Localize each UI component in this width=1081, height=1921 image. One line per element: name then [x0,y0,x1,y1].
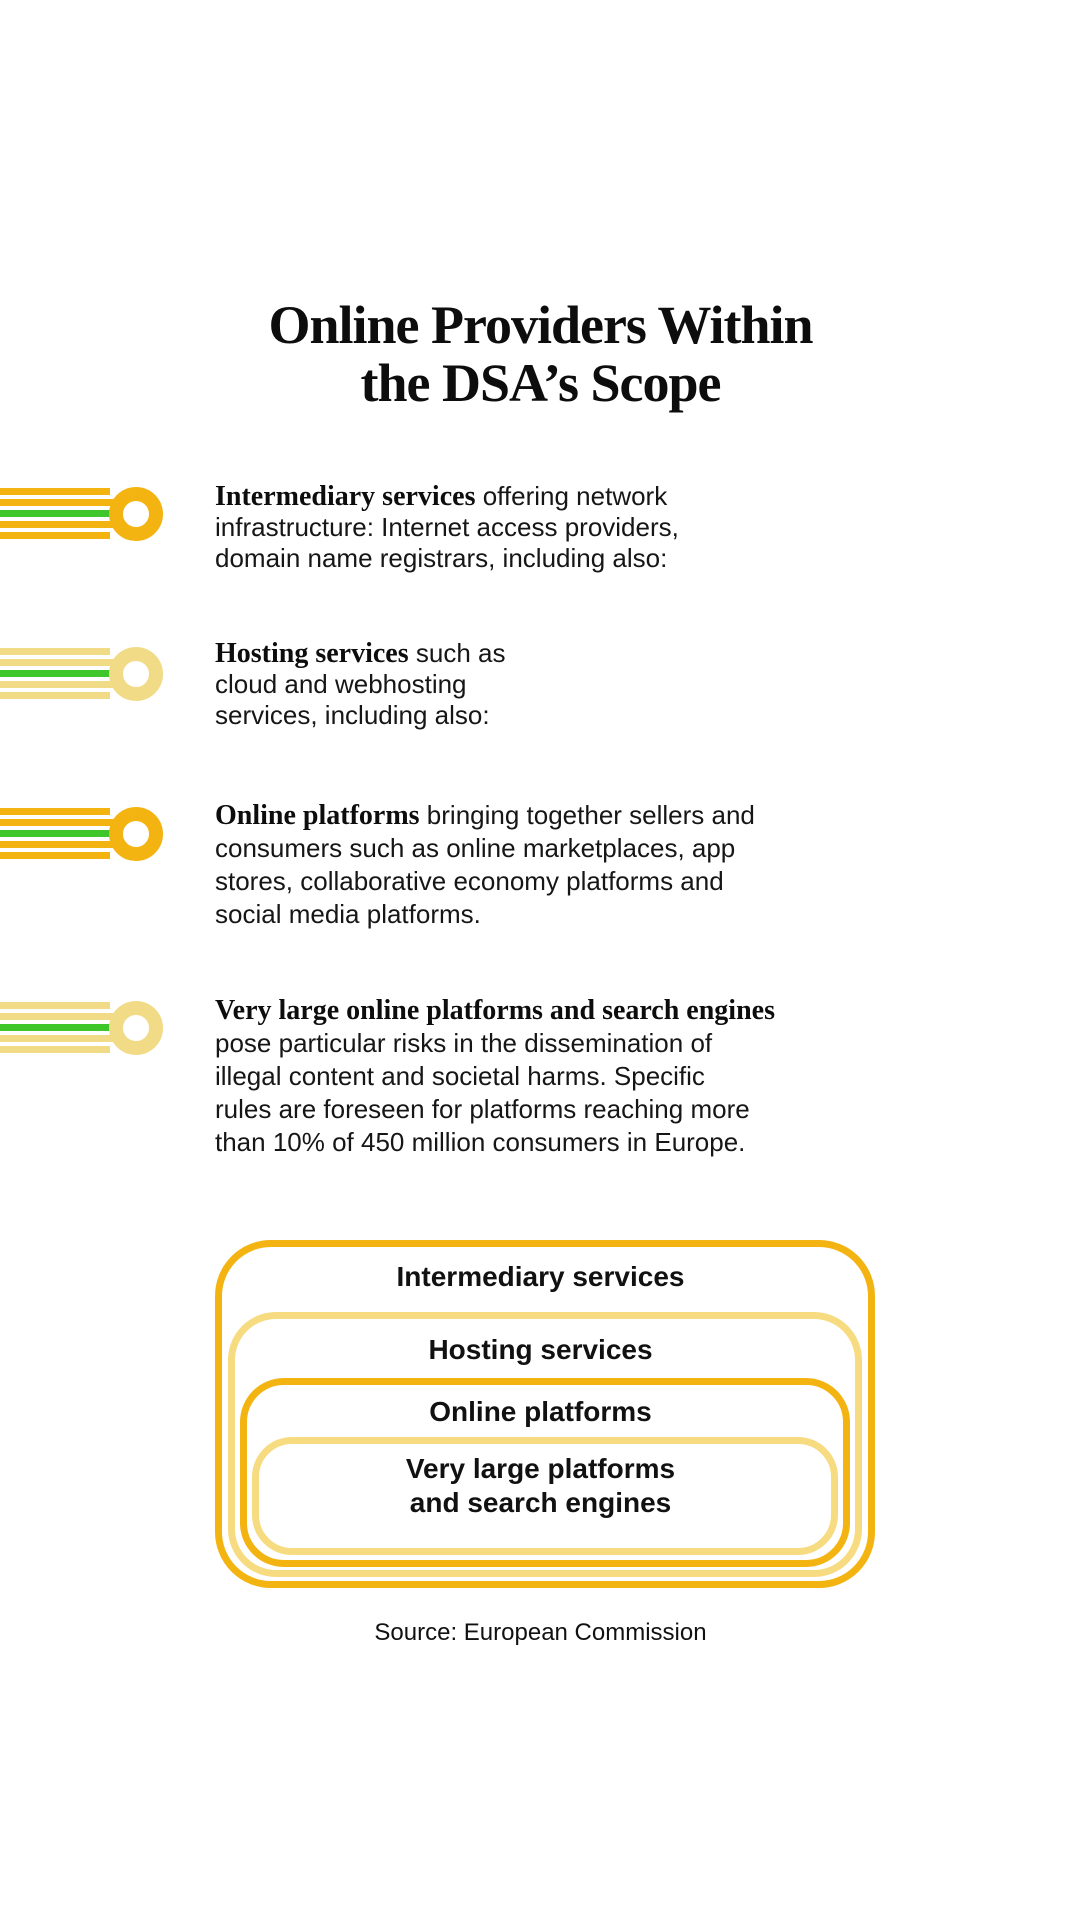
page-title: Online Providers Within the DSA’s Scope [268,295,813,413]
stripe [0,819,119,826]
stripe [0,1046,110,1053]
stripe [0,521,119,528]
diagram-layer-online-platforms [240,1378,850,1567]
bullet-intermediary-services: Intermediary services offering network i… [215,481,679,574]
stripe [0,852,110,859]
diagram-layer-very-large [252,1437,838,1555]
green-stripe [0,670,123,677]
bullet-body: bringing together sellers and consumers … [215,800,755,929]
cable-lines-ring-icon [0,646,163,702]
diagram-label-intermediary: Intermediary services [396,1261,685,1292]
cable-lines-ring-icon [0,486,163,542]
diagram-label-very-large: Very large platforms and search engines [405,1453,676,1518]
nested-scope-diagram [215,1240,875,1588]
bullet-lead: Hosting services [215,638,409,669]
stripe [0,808,110,815]
stripe [0,692,110,699]
cable-lines-ring-icon [0,1000,163,1056]
stripe [0,1035,119,1042]
diagram-label-online-platforms: Online platforms [429,1396,652,1427]
stripe [0,532,110,539]
cable-lines-ring-icon [0,806,163,862]
green-stripe [0,1024,123,1031]
stripe [0,1013,119,1020]
ring-circle [109,807,163,861]
green-stripe [0,510,123,517]
diagram-label-hosting: Hosting services [428,1334,653,1365]
bullet-body: such as cloud and webhosting services, i… [215,638,506,730]
stripe [0,681,119,688]
stripe [0,499,119,506]
bullet-very-large-platforms: Very large online platforms and search e… [215,994,775,1159]
ring-circle [109,1001,163,1055]
bullet-lead: Intermediary services [215,481,476,512]
diagram-layer-intermediary [215,1240,875,1588]
ring-circle [109,647,163,701]
stripe [0,1002,110,1009]
green-stripe [0,830,123,837]
stripe [0,648,110,655]
stripe [0,841,119,848]
ring-circle [109,487,163,541]
bullet-body: pose particular risks in the disseminati… [215,1028,750,1157]
stripe [0,659,119,666]
bullet-lead: Very large online platforms and search e… [215,995,775,1026]
bullet-lead: Online platforms [215,800,420,831]
bullet-hosting-services: Hosting services such as cloud and webho… [215,638,505,731]
stripe [0,488,110,495]
source-credit: Source: European Commission [374,1619,707,1646]
diagram-layer-hosting [228,1312,862,1577]
bullet-body: offering network infrastructure: Interne… [215,481,679,573]
bullet-online-platforms: Online platforms bringing together selle… [215,799,755,931]
